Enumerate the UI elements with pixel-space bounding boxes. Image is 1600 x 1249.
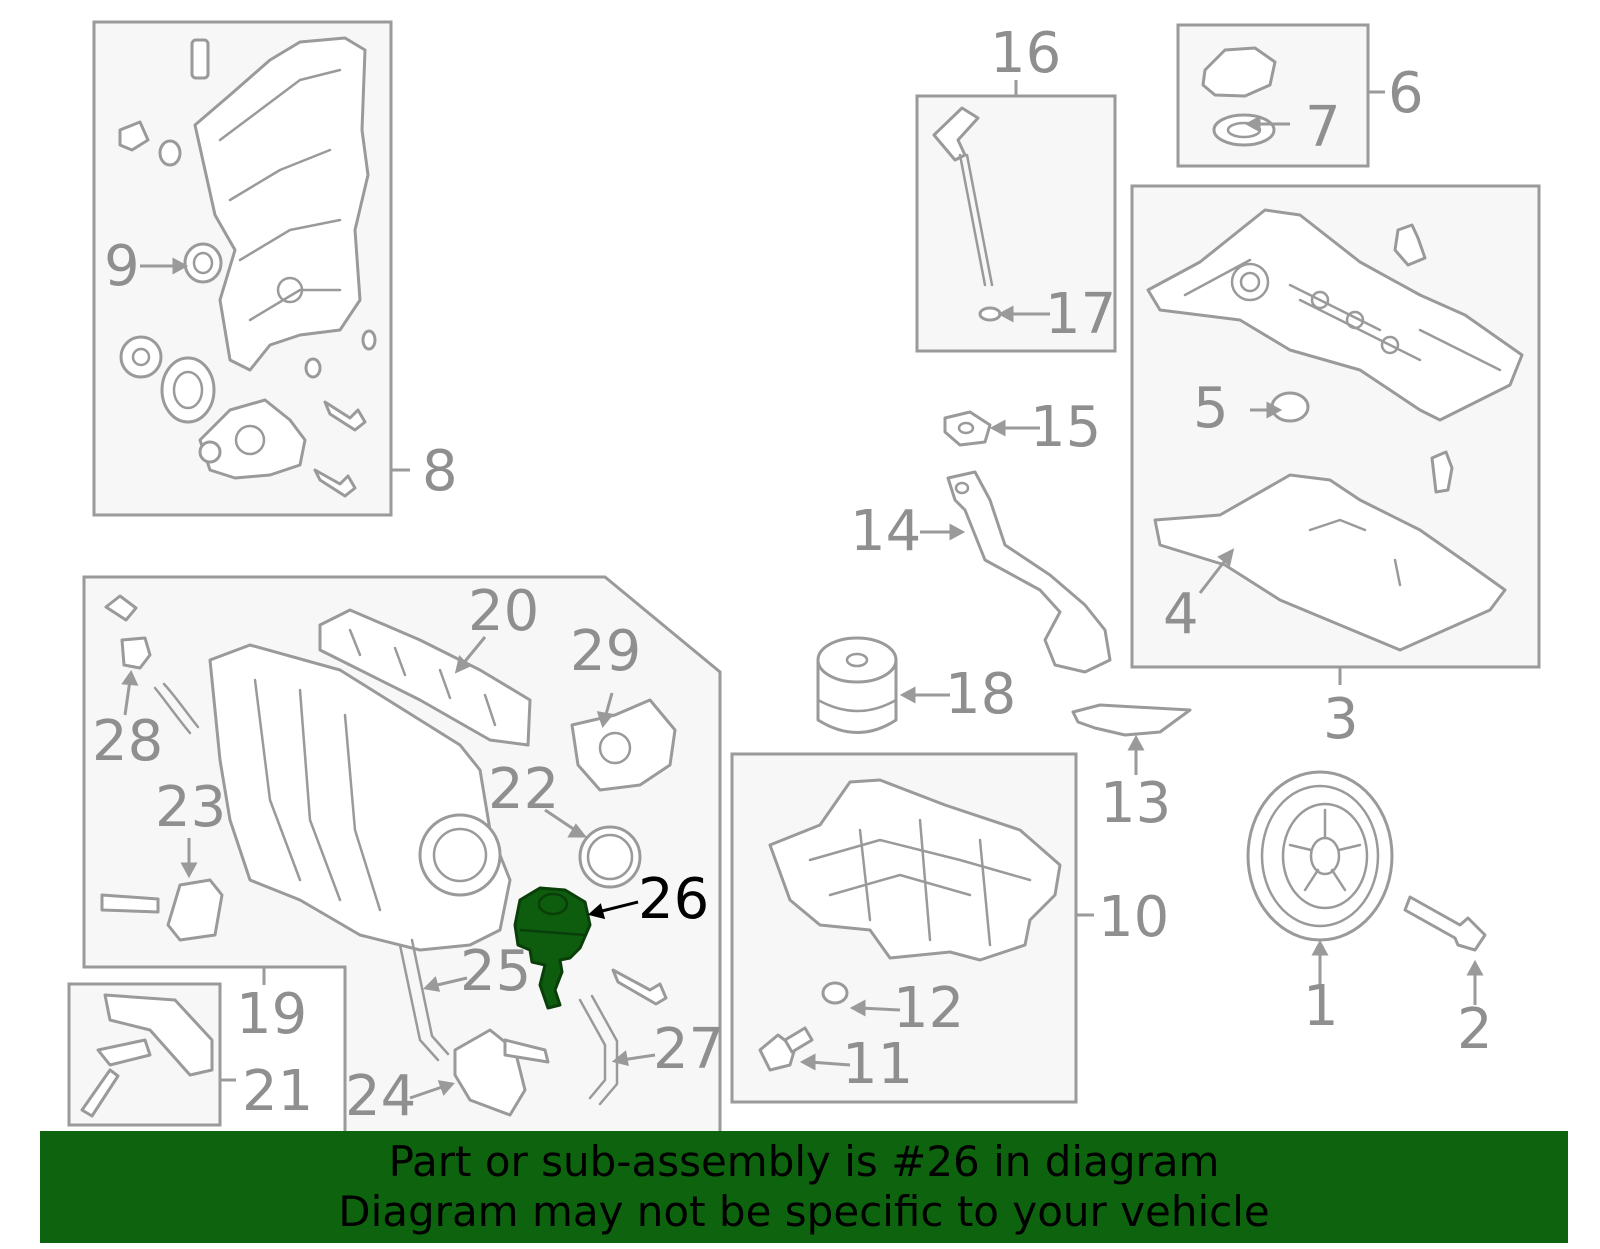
group-box-16 xyxy=(915,80,1117,353)
callout-12: 12 xyxy=(893,976,964,1041)
callout-24: 24 xyxy=(345,1064,416,1129)
callout-25: 25 xyxy=(460,939,531,1004)
callout-26: 26 xyxy=(638,867,709,932)
callout-2: 2 xyxy=(1457,997,1493,1062)
callout-10: 10 xyxy=(1098,885,1169,950)
part-18-oil-filter xyxy=(816,636,898,734)
callout-9: 9 xyxy=(104,234,140,299)
callout-4: 4 xyxy=(1163,582,1199,647)
callout-17: 17 xyxy=(1045,282,1116,347)
leader-arrows xyxy=(121,115,1484,1100)
callout-21: 21 xyxy=(242,1059,313,1124)
callout-13: 13 xyxy=(1100,771,1171,836)
group-box-8 xyxy=(92,20,410,517)
callout-6: 6 xyxy=(1388,61,1424,126)
info-banner: Part or sub-assembly is #26 in diagram D… xyxy=(40,1131,1568,1243)
group-box-3 xyxy=(1130,184,1541,685)
callout-19: 19 xyxy=(236,982,307,1047)
part-13-baffle xyxy=(1071,703,1192,737)
callout-23: 23 xyxy=(155,775,226,840)
banner-line-1: Part or sub-assembly is #26 in diagram xyxy=(388,1137,1220,1186)
callout-28: 28 xyxy=(92,709,163,774)
callout-11: 11 xyxy=(842,1032,913,1097)
part-15-gasket xyxy=(943,410,992,447)
group-box-6 xyxy=(1176,23,1385,168)
group-box-10 xyxy=(730,752,1094,1104)
callout-20: 20 xyxy=(468,579,539,644)
callout-labels: 1 2 3 4 5 6 7 8 9 10 11 12 13 14 15 16 1… xyxy=(92,21,1493,1129)
part-14-oil-pickup xyxy=(946,470,1112,674)
callout-29: 29 xyxy=(570,619,641,684)
callout-14: 14 xyxy=(850,499,921,564)
part-2-bolt xyxy=(1403,895,1487,952)
callout-15: 15 xyxy=(1030,395,1101,460)
part-26-highlighted xyxy=(513,886,592,1010)
part-1-pulley xyxy=(1246,770,1394,942)
callout-1: 1 xyxy=(1303,974,1339,1039)
callout-3: 3 xyxy=(1323,687,1359,752)
group-box-21 xyxy=(67,982,236,1127)
callout-5: 5 xyxy=(1193,376,1229,441)
banner-line-2: Diagram may not be specific to your vehi… xyxy=(338,1187,1270,1236)
callout-27: 27 xyxy=(653,1017,724,1082)
callout-7: 7 xyxy=(1305,95,1341,160)
callout-16: 16 xyxy=(990,21,1061,86)
leader-arrow-26 xyxy=(587,900,639,920)
callout-22: 22 xyxy=(488,757,559,822)
callout-8: 8 xyxy=(422,439,458,504)
callout-18: 18 xyxy=(945,662,1016,727)
